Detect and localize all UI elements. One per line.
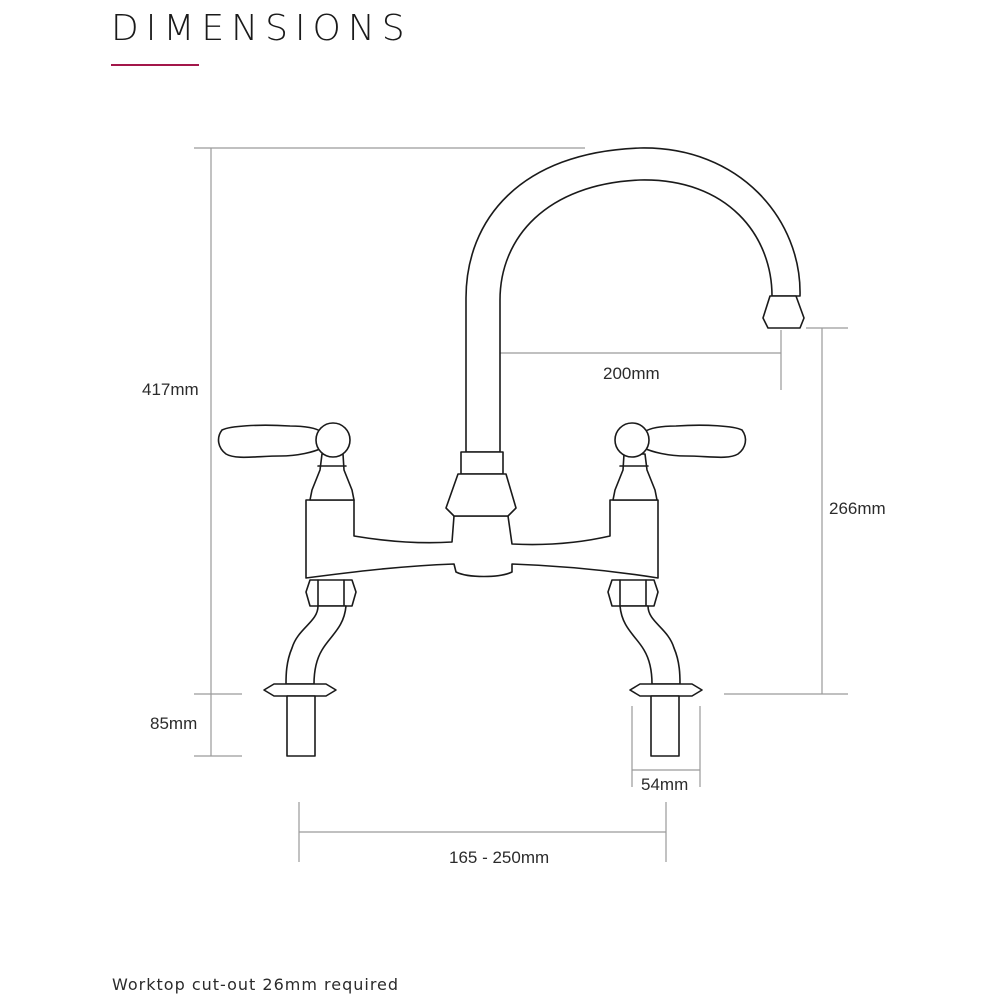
right-union-nut <box>607 579 659 607</box>
right-leg <box>619 605 681 685</box>
spout-collar <box>460 451 504 475</box>
title-underline <box>111 64 199 66</box>
shank-height-label: 85mm <box>150 714 197 733</box>
right-valve-cap <box>612 453 658 501</box>
spout-nozzle <box>762 295 805 329</box>
left-handle-knob <box>315 422 351 458</box>
shank-width-label: 54mm <box>641 775 688 794</box>
dimension-lines <box>194 147 848 862</box>
central-hub <box>445 473 517 517</box>
left-valve-cap <box>309 453 355 501</box>
spout-height-label: 266mm <box>829 499 886 518</box>
left-lever-handle <box>217 424 323 459</box>
right-shank <box>650 695 680 757</box>
right-lever-handle <box>643 424 747 459</box>
centres-label: 165 - 250mm <box>449 848 549 867</box>
worktop-cutout-note: Worktop cut-out 26mm required <box>112 975 400 994</box>
page-title: DIMENSIONS <box>111 8 412 49</box>
left-leg <box>285 605 347 685</box>
spout-reach-label: 200mm <box>603 364 660 383</box>
overall-height-label: 417mm <box>142 380 199 399</box>
left-base-flange <box>263 683 337 697</box>
gooseneck-spout <box>465 147 801 453</box>
left-shank <box>286 695 316 757</box>
tap-outline <box>217 147 805 757</box>
bridge-body <box>305 499 659 579</box>
right-handle-knob <box>614 422 650 458</box>
right-base-flange <box>629 683 703 697</box>
left-union-nut <box>305 579 357 607</box>
